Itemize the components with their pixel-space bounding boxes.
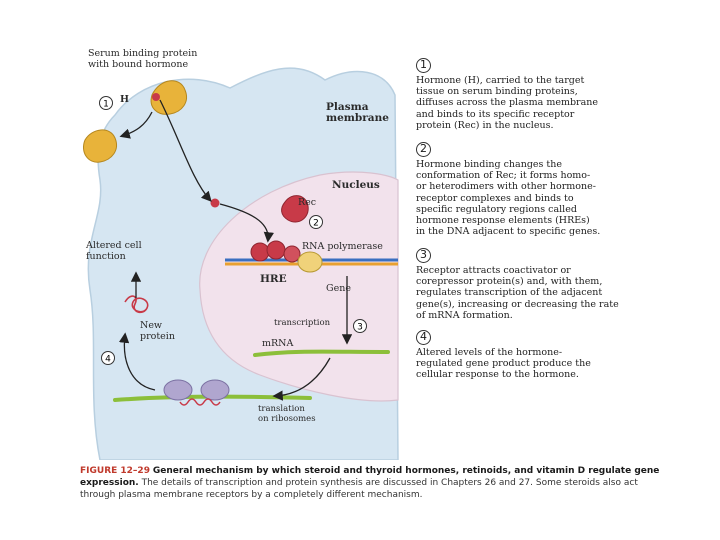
serum-label: Serum binding protein with bound hormone (88, 48, 198, 70)
step-4-text: Altered levels of the hormone- regulated… (416, 347, 591, 381)
marker-step-3-text: 3 (357, 323, 363, 333)
step-1-number: 1 (416, 58, 431, 73)
ribosome-1 (163, 379, 193, 401)
step-3-text: Receptor attracts coactivator or corepre… (416, 265, 619, 321)
mrna-label: mRNA (262, 338, 294, 349)
mechanism-diagram: 1 2 3 4 (83, 67, 399, 460)
step-4-number: 4 (416, 330, 431, 345)
marker-step-4-text: 4 (105, 355, 111, 365)
hormone-letter-label: H (120, 94, 129, 105)
figure-label: FIGURE 12–29 (80, 466, 150, 476)
ribosome-2 (200, 379, 230, 401)
plasma-membrane-label: Plasma membrane (326, 101, 389, 124)
step-2-text: Hormone binding changes the conformation… (416, 159, 601, 238)
receptor-dimer-c (283, 245, 301, 263)
step-1-text: Hormone (H), carried to the target tissu… (416, 75, 598, 131)
arrow-hormone-release (119, 111, 153, 139)
serum-binding-protein-lower (83, 129, 117, 163)
arrow-to-cytoplasm (272, 357, 331, 401)
marker-step-1-text: 1 (103, 100, 109, 110)
step-2: 2 Hormone binding changes the conformati… (416, 142, 654, 237)
arrow-to-receptor (219, 203, 275, 243)
hre-label: HRE (260, 273, 287, 285)
hormone-molecule (152, 93, 160, 101)
hormone-cytoplasm (210, 198, 220, 208)
translation-label: translation on ribosomes (258, 404, 316, 424)
altered-cell-function-label: Altered cell function (86, 240, 142, 262)
arrow-hormone-diffuse (159, 99, 212, 202)
step-4: 4 Altered levels of the hormone- regulat… (416, 330, 654, 381)
nucleus-label: Nucleus (332, 179, 380, 191)
receptor-dimer-b (266, 240, 286, 260)
new-protein-coil (124, 295, 149, 314)
rna-polymerase-shape (297, 251, 323, 273)
new-protein-label: New protein (140, 320, 175, 342)
mrna-strand (253, 349, 390, 357)
rec-label: Rec (298, 197, 317, 208)
marker-step-1: 1 (99, 96, 113, 110)
step-1: 1 Hormone (H), carried to the target tis… (416, 58, 654, 131)
figure-body: The details of transcription and protein… (80, 478, 638, 500)
step-3-number: 3 (416, 248, 431, 263)
figure-title: General mechanism by which steroid and t… (80, 466, 660, 488)
step-2-number: 2 (416, 142, 431, 157)
transcription-label: transcription (274, 318, 331, 328)
marker-step-2: 2 (309, 215, 323, 229)
figure-caption: FIGURE 12–29 General mechanism by which … (80, 465, 660, 501)
gene-label: Gene (326, 283, 351, 294)
nascent-peptide (179, 398, 221, 406)
serum-binding-protein-upper (150, 80, 187, 115)
step-3: 3 Receptor attracts coactivator or corep… (416, 248, 654, 321)
receptor-rec (281, 195, 309, 223)
marker-step-3: 3 (353, 319, 367, 333)
figure-diagram: 1 2 3 4 Serum binding protein with bound… (80, 40, 400, 460)
arrow-to-new-protein (118, 332, 156, 391)
rna-polymerase-label: RNA polymerase (302, 241, 383, 252)
receptor-dimer-a (250, 242, 270, 262)
marker-step-2-text: 2 (313, 219, 319, 229)
marker-step-4: 4 (101, 351, 115, 365)
